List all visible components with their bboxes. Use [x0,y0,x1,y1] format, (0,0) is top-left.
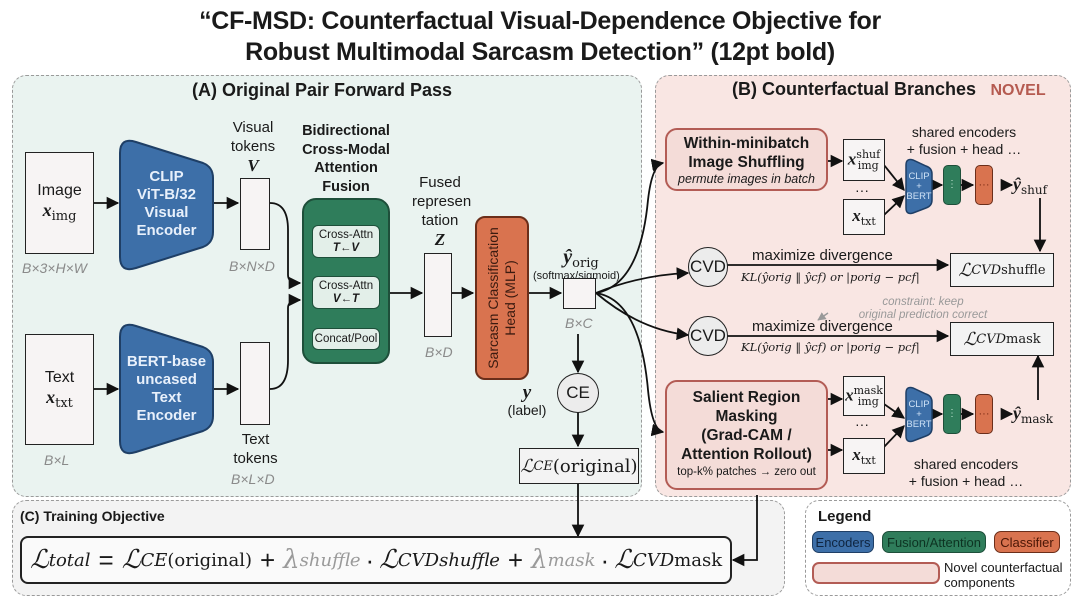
title-line-1: “CF-MSD: Counterfactual Visual-Dependenc… [199,7,881,35]
novel-badge: NOVEL [990,82,1046,99]
mini-head-mask: ··· [975,394,993,434]
image-input-label: Image [37,182,82,199]
mini-fusion-mask: ⋮ [943,394,961,434]
title-line-2: Robust Multimodal Sarcasm Detection” (12… [245,38,835,66]
cvd1-formula: KL(ŷorig ‖ ŷcf) or |porig − pcf| [741,270,920,284]
x-txt-shuf-box: xtxt [843,199,885,235]
cvd-node-mask: CVD [688,316,728,356]
legend-novel-label: Novel counterfactual components [944,560,1063,590]
mini-encoder-mask-label: CLIP + BERT [906,399,932,430]
yorig-var: ŷorig [563,246,599,271]
fused-representation-label: Fused represen tation Z [412,174,472,249]
text-tokens-box [240,342,270,425]
lambda-mask: λ [531,545,548,575]
ce-node: CE [557,373,599,413]
text-tokens-label: Text tokens [233,431,278,467]
fused-z-dim: B×D [425,344,453,360]
text-input-dim: B×L [44,452,70,468]
shared-encoders-shuf: shared encoders + fusion + head … [906,124,1022,157]
bert-encoder-label: BERT-base uncased Text Encoder [126,353,207,424]
shared-encoders-mask: shared encoders + fusion + head … [908,456,1024,489]
classification-head: Sarcasm Classification Head (MLP) [475,216,529,380]
clip-encoder-shape [119,139,214,271]
label-y: y (label) [507,382,547,418]
mini-encoder-mask-shape [905,386,933,443]
lambda-shuffle: λ [283,545,300,575]
visual-tokens-dim: B×N×D [229,258,275,274]
fusion-block: Cross-Attn T←V Cross-Attn V←T Concat/Poo… [302,198,390,364]
visual-tokens-label: Visual tokens V [230,119,276,175]
cvd2-formula: KL(ŷorig ‖ ŷcf) or |porig − pcf| [741,340,920,354]
arrow-ximg-to-enc-shuf [883,164,905,191]
panel-b-title: (B) Counterfactual Branches [732,79,977,99]
cvd1-caption: maximize divergence [752,247,893,264]
legend-classifier: Classifier [994,531,1060,553]
panel-c-title: (C) Training Objective [20,508,165,524]
ellipsis-shuf: ··· [855,182,869,198]
salient-masking-box: Salient Region Masking (Grad-CAM / Atten… [665,380,828,490]
image-input-dim: B×3×H×W [22,260,87,276]
constraint-pointer [817,312,829,321]
image-input-box: Image ximg [25,152,94,254]
image-shuffling-box: Within-minibatch Image Shuffling permute… [665,128,828,191]
panel-b-header: (B) Counterfactual Branches NOVEL [732,79,1046,100]
cross-attn-v-from-t: Cross-Attn V←T [312,276,380,309]
x-txt-mask-box: xtxt [843,438,885,474]
mini-encoder-shuf-shape [905,158,933,215]
fusion-title: Bidirectional Cross-Modal Attention Fusi… [302,123,390,195]
diagram-title: “CF-MSD: Counterfactual Visual-Dependenc… [0,6,1080,68]
classification-head-label: Sarcasm Classification Head (MLP) [485,227,518,369]
arrow-yorig-to-mask [595,292,665,437]
yorig-box [563,278,596,309]
legend-novel-swatch [812,562,940,584]
mini-head-shuf: ··· [975,165,993,205]
legend-fusion: Fusion/Attention [882,531,986,553]
visual-tokens-box [240,178,270,250]
cvd-node-shuffle: CVD [688,247,728,287]
mini-fusion-shuf: ⋮ [943,165,961,205]
text-input-label: Text [44,368,75,386]
arrow-visual-tokens-to-fusion [269,202,302,290]
text-input-box: Text xtxt [25,334,94,445]
yorig-note: (softmax/sigmoid) [533,270,620,282]
arrow-text-tokens-to-fusion [269,293,302,390]
bert-encoder-shape [119,323,214,455]
constraint-note: constraint: keep original prediction cor… [858,296,988,321]
text-input-var: xtxt [46,386,73,411]
arrow-ximg-to-enc-mask [883,403,906,419]
arrow-xtxt-to-enc-shuf [883,195,905,216]
concat-pool: Concat/Pool [312,328,380,350]
arrow-yorig-to-cvd2 [595,292,690,341]
y-mask-output: ŷmask [1013,403,1053,426]
y-shuf-output: ŷshuf [1013,174,1048,197]
yorig-dim: B×C [565,315,593,331]
image-input-var: ximg [42,200,77,224]
arrow-xtxt-to-enc-mask [883,425,905,448]
cvd2-caption: maximize divergence [752,318,893,335]
arrow-cvd-to-total [731,495,758,567]
arrow-yorig-to-cvd1 [595,267,690,294]
clip-encoder-label: CLIP ViT-B/32 Visual Encoder [136,168,197,239]
mini-encoder-shuf-label: CLIP + BERT [906,171,932,202]
arrow-yorig-to-shuffle [595,158,665,294]
ellipsis-mask: ··· [855,416,869,432]
text-tokens-dim: B×L×D [231,471,275,487]
panel-a-title: (A) Original Pair Forward Pass [192,80,453,100]
legend-encoders: Encoders [812,531,874,553]
legend-title: Legend [818,508,872,525]
cross-attn-t-from-v: Cross-Attn T←V [312,225,380,258]
fused-z-box [424,253,452,337]
